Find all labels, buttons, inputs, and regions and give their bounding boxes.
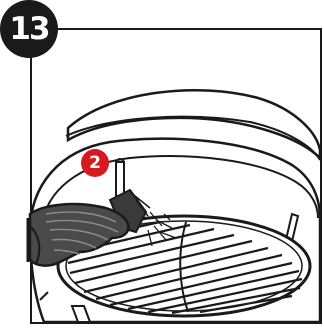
step-number: 13 (9, 11, 48, 47)
step-number-badge: 13 (0, 0, 58, 58)
grate-support-post (116, 162, 124, 196)
callout-marker: 2 (81, 149, 109, 177)
callout-number: 2 (89, 153, 101, 173)
